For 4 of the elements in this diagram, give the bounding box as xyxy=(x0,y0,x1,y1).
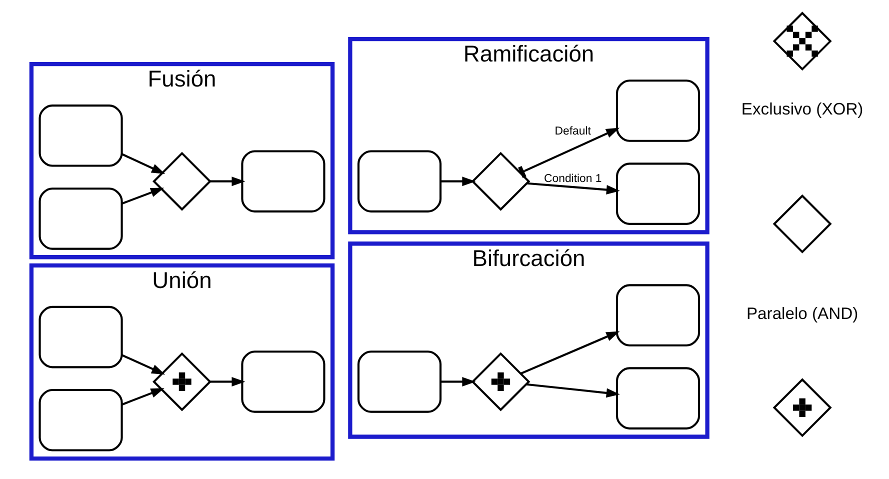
edge-label: Default xyxy=(554,124,590,137)
label: Paralelo (AND) xyxy=(746,304,858,323)
edge-label: Condition 1 xyxy=(544,172,602,185)
label: Exclusivo (XOR) xyxy=(740,99,863,118)
